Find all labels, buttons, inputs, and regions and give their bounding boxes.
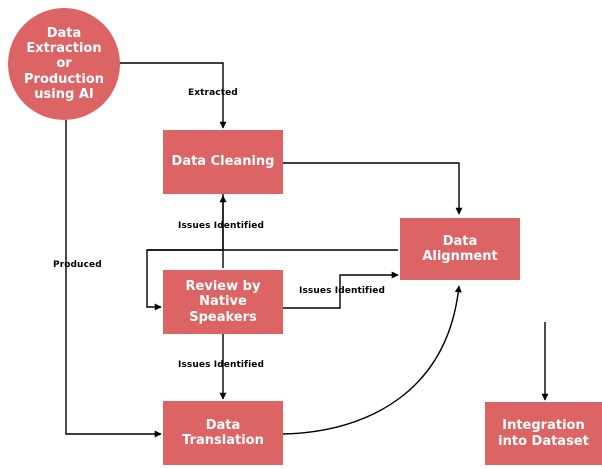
edge-label-produced: Produced <box>53 260 102 270</box>
node-data-alignment[interactable]: Data Alignment <box>400 218 520 280</box>
edge-label-issues-identified-alignment: Issues Identified <box>299 286 386 296</box>
node-data-extraction[interactable]: Data Extraction or Production using AI <box>8 8 120 120</box>
node-data-extraction-label: Data Extraction or Production using AI <box>24 25 104 102</box>
node-review-by-native-speakers-label: Review by Native Speakers <box>185 279 261 325</box>
node-data-cleaning-label: Data Cleaning <box>171 154 275 170</box>
edge-cleaning-to-alignment <box>283 162 463 215</box>
edge-extraction-to-translation <box>65 120 162 438</box>
node-data-translation-label: Data Translation <box>182 417 264 448</box>
edge-review-to-alignment <box>283 271 399 309</box>
node-integration-into-dataset-label: Integration into Dataset <box>498 418 589 449</box>
edge-label-issues-identified-cleaning: Issues Identified <box>178 221 265 231</box>
node-integration-into-dataset[interactable]: Integration into Dataset <box>485 402 602 465</box>
edge-label-issues-identified-translation: Issues Identified <box>178 360 265 370</box>
node-data-cleaning[interactable]: Data Cleaning <box>163 130 283 194</box>
edge-label-extracted: Extracted <box>188 88 238 98</box>
node-data-alignment-label: Data Alignment <box>422 233 498 264</box>
node-review-by-native-speakers[interactable]: Review by Native Speakers <box>163 270 283 334</box>
node-data-translation[interactable]: Data Translation <box>163 401 283 465</box>
edge-translation-to-alignment <box>282 285 462 435</box>
edge-extraction-to-cleaning <box>110 62 227 129</box>
